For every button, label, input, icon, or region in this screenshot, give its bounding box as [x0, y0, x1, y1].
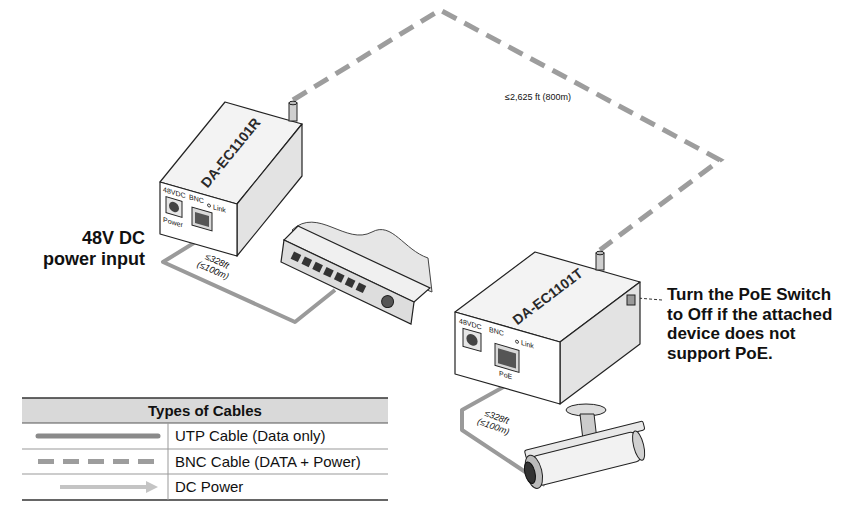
panel-label: Link	[521, 339, 534, 350]
switch-port	[323, 267, 334, 278]
panel-label: BNC	[189, 193, 204, 205]
rj45-port	[192, 207, 212, 231]
table-rule	[22, 423, 388, 424]
switch-ports	[289, 251, 395, 310]
table-rule	[22, 499, 388, 501]
cable-length: ≤328ft (≤100m)	[471, 405, 519, 439]
bnc-connector	[289, 103, 297, 121]
panel-label: PoE	[499, 370, 512, 381]
legend-title: Types of Cables	[22, 399, 388, 423]
utp-sample	[38, 434, 158, 439]
legend-text: BNC Cable (DATA + Power)	[175, 449, 361, 475]
legend-text: UTP Cable (Data only)	[175, 423, 326, 449]
device-box: DA-EC1101T48VDCBNCLinkPoE	[453, 250, 643, 406]
switch-port	[291, 251, 302, 262]
switch-port	[301, 257, 312, 268]
bnc-connector-tip	[289, 101, 297, 105]
table-rule	[22, 449, 388, 450]
table-rule	[168, 423, 169, 500]
poe-switch-toggle	[627, 295, 635, 305]
dc-power-sample	[60, 485, 148, 489]
device-outline	[158, 100, 304, 258]
link-led	[516, 340, 519, 344]
camera-front-ring	[522, 453, 546, 490]
power-jack-hole	[466, 333, 477, 347]
front-face	[160, 182, 237, 256]
leader-line	[637, 298, 662, 300]
bnc-connector	[596, 253, 604, 270]
power-jack-hole	[169, 201, 179, 214]
power-jack	[166, 197, 182, 218]
switch-fan	[380, 294, 396, 310]
table-rule	[22, 474, 388, 475]
side-face	[560, 282, 640, 404]
power-input-note: 48V DC power input	[35, 228, 145, 269]
device-box: DA-EC1101R48VDCPowerBNCLink	[158, 100, 304, 258]
rj45-socket	[195, 212, 209, 227]
switch-front	[281, 240, 414, 324]
legend-text: DC Power	[175, 474, 243, 500]
camera-body	[530, 431, 642, 486]
bnc-connector-tip	[596, 251, 604, 255]
bnc-sample	[38, 459, 158, 464]
legend-table	[22, 398, 388, 500]
panel-label: Link	[213, 203, 226, 214]
switch-port	[356, 282, 367, 293]
front-face	[455, 312, 560, 404]
switch-port	[345, 277, 356, 288]
rj45-socket	[498, 348, 516, 368]
bullet-camera	[520, 404, 653, 490]
panel-label: Power	[163, 216, 183, 229]
poe-switch-note: Turn the PoE Switch to Off if the attach…	[667, 285, 839, 363]
dc-power-arrowhead	[146, 481, 158, 493]
rj45-port	[495, 343, 519, 372]
camera-lens	[522, 461, 537, 485]
panel-label: BNC	[489, 326, 504, 338]
distance-label: ≤2,625 ft (800m)	[503, 92, 573, 102]
bnc-cable	[293, 10, 720, 250]
panel-label: 48VDC	[459, 317, 482, 331]
camera-back-cap	[630, 430, 647, 462]
table-rule	[22, 397, 388, 399]
camera-body-group	[520, 421, 653, 491]
poe-switch	[281, 222, 432, 324]
power-jack	[463, 328, 481, 351]
link-led	[208, 204, 211, 208]
switch-port	[312, 262, 323, 273]
switch-port	[334, 272, 345, 283]
legend-header-band	[22, 398, 388, 423]
